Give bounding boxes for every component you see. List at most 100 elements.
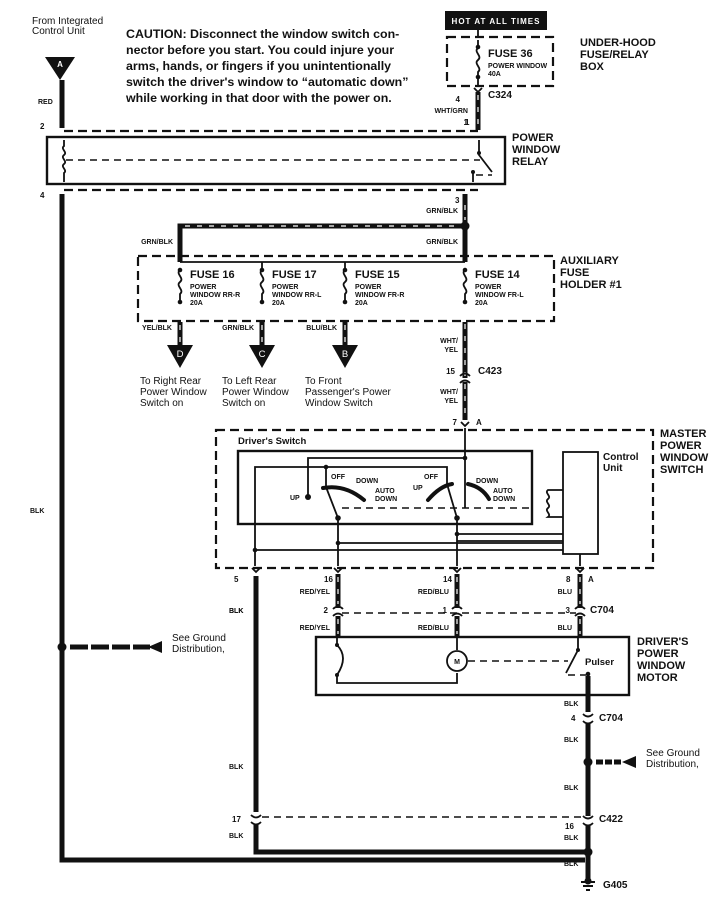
svg-text:C422: C422 [599,814,623,825]
svg-text:WINDOW FR-R: WINDOW FR-R [355,292,404,299]
svg-text:BLK: BLK [229,608,243,615]
svg-text:BLU/BLK: BLU/BLK [306,325,337,332]
svg-text:OFF: OFF [331,474,346,481]
svg-text:YEL/BLK: YEL/BLK [142,325,172,332]
svg-text:DRIVER'S: DRIVER'S [637,636,689,648]
see-ground-distribution-left[interactable]: See Ground Distribution, [57,633,226,655]
svg-text:15: 15 [446,367,455,376]
wire-blk-label: BLK [30,508,44,515]
svg-text:WINDOW RR-R: WINDOW RR-R [190,292,240,299]
svg-text:OFF: OFF [424,474,439,481]
svg-text:BLK: BLK [229,764,243,771]
svg-text:YEL: YEL [444,398,458,405]
svg-text:4: 4 [456,95,461,104]
svg-text:20A: 20A [355,300,368,307]
svg-text:4: 4 [40,191,45,200]
connector-b-icon: B [332,345,358,368]
svg-text:HOT AT ALL TIMES: HOT AT ALL TIMES [452,17,541,26]
svg-text:UP: UP [413,485,423,492]
svg-text:GRN/BLK: GRN/BLK [426,239,458,246]
svg-text:1: 1 [443,606,448,615]
svg-text:BLU: BLU [558,589,572,596]
svg-text:7: 7 [453,418,458,427]
svg-text:UP: UP [290,495,300,502]
destination-label: To Front [305,376,342,387]
svg-text:DOWN: DOWN [476,478,498,485]
svg-text:RED/BLU: RED/BLU [418,625,449,632]
see-ground-distribution-right[interactable]: See Ground Distribution, [596,748,700,770]
svg-text:RED/YEL: RED/YEL [300,625,331,632]
svg-text:AUTO: AUTO [375,488,395,495]
svg-text:GRN/BLK: GRN/BLK [222,325,254,332]
svg-text:1: 1 [465,118,470,127]
svg-text:AUTO: AUTO [493,488,513,495]
svg-text:CAUTION: Disconnect the window: CAUTION: Disconnect the window switch co… [126,27,399,41]
svg-text:C324: C324 [488,90,512,101]
connector-a-icon: A [45,57,75,80]
svg-text:Control: Control [603,452,639,463]
svg-text:M: M [454,659,460,666]
svg-text:DOWN: DOWN [375,496,397,503]
connector-c324: C324 4 WHT/GRN 1 [435,87,512,130]
svg-text:Distribution,: Distribution, [172,644,225,655]
svg-text:WINDOW: WINDOW [512,144,561,156]
svg-text:C: C [259,349,266,360]
svg-text:20A: 20A [190,300,203,307]
source-label-line1: From Integrated [32,16,103,27]
svg-text:BLK: BLK [564,785,578,792]
master-power-window-switch: Driver's Switch Control Unit MASTER POWE… [214,428,709,570]
svg-text:Pulser: Pulser [585,657,614,668]
svg-text:MOTOR: MOTOR [637,672,678,684]
svg-text:B: B [342,349,348,360]
destination-label: Window Switch [305,398,373,409]
svg-text:1: 1 [464,118,469,127]
svg-text:SWITCH: SWITCH [660,464,703,476]
svg-text:nector before you start. You c: nector before you start. You could injur… [126,43,394,57]
svg-text:See Ground: See Ground [172,633,226,644]
svg-text:3: 3 [455,196,460,205]
svg-text:5: 5 [234,575,239,584]
svg-text:BLK: BLK [564,737,578,744]
svg-text:WHT/: WHT/ [440,389,458,396]
motor-icon [446,650,468,672]
svg-text:AUXILIARY: AUXILIARY [560,255,620,267]
svg-text:BLK: BLK [229,833,243,840]
svg-text:GRN/BLK: GRN/BLK [141,239,173,246]
destination-label: Passenger's Power [305,387,392,398]
svg-text:See Ground: See Ground [646,748,700,759]
svg-text:17: 17 [232,815,241,824]
svg-text:arms, hands, or fingers if you: arms, hands, or fingers if you unintenti… [126,59,391,73]
svg-text:2: 2 [324,606,329,615]
svg-text:WHT/: WHT/ [440,338,458,345]
svg-text:WINDOW: WINDOW [660,452,709,464]
svg-text:FUSE 17: FUSE 17 [272,269,317,281]
svg-text:BLK: BLK [564,701,578,708]
svg-text:POWER: POWER [637,648,679,660]
svg-text:POWER: POWER [512,132,554,144]
svg-text:FUSE 14: FUSE 14 [475,269,521,281]
connector-c423: WHT/ YEL 15 C423 WHT/ YEL 7 A [440,322,502,428]
wire-red-label: RED [38,99,53,106]
svg-text:20A: 20A [475,300,488,307]
wire-blk-main [59,194,585,863]
svg-text:A: A [57,60,63,69]
svg-text:WINDOW: WINDOW [637,660,686,672]
caution-text: CAUTION: Disconnect the window switch co… [125,27,408,105]
destination-label: Switch on [222,398,265,409]
svg-text:POWER: POWER [190,284,216,291]
svg-text:D: D [177,349,184,360]
svg-text:MASTER: MASTER [660,428,707,440]
svg-text:FUSE 15: FUSE 15 [355,269,400,281]
svg-text:RELAY: RELAY [512,156,549,168]
svg-text:20A: 20A [272,300,285,307]
svg-text:14: 14 [443,575,452,584]
svg-text:POWER WINDOW: POWER WINDOW [488,63,547,70]
svg-text:YEL: YEL [444,347,458,354]
svg-text:FUSE 36: FUSE 36 [488,48,533,60]
svg-text:POWER: POWER [355,284,381,291]
